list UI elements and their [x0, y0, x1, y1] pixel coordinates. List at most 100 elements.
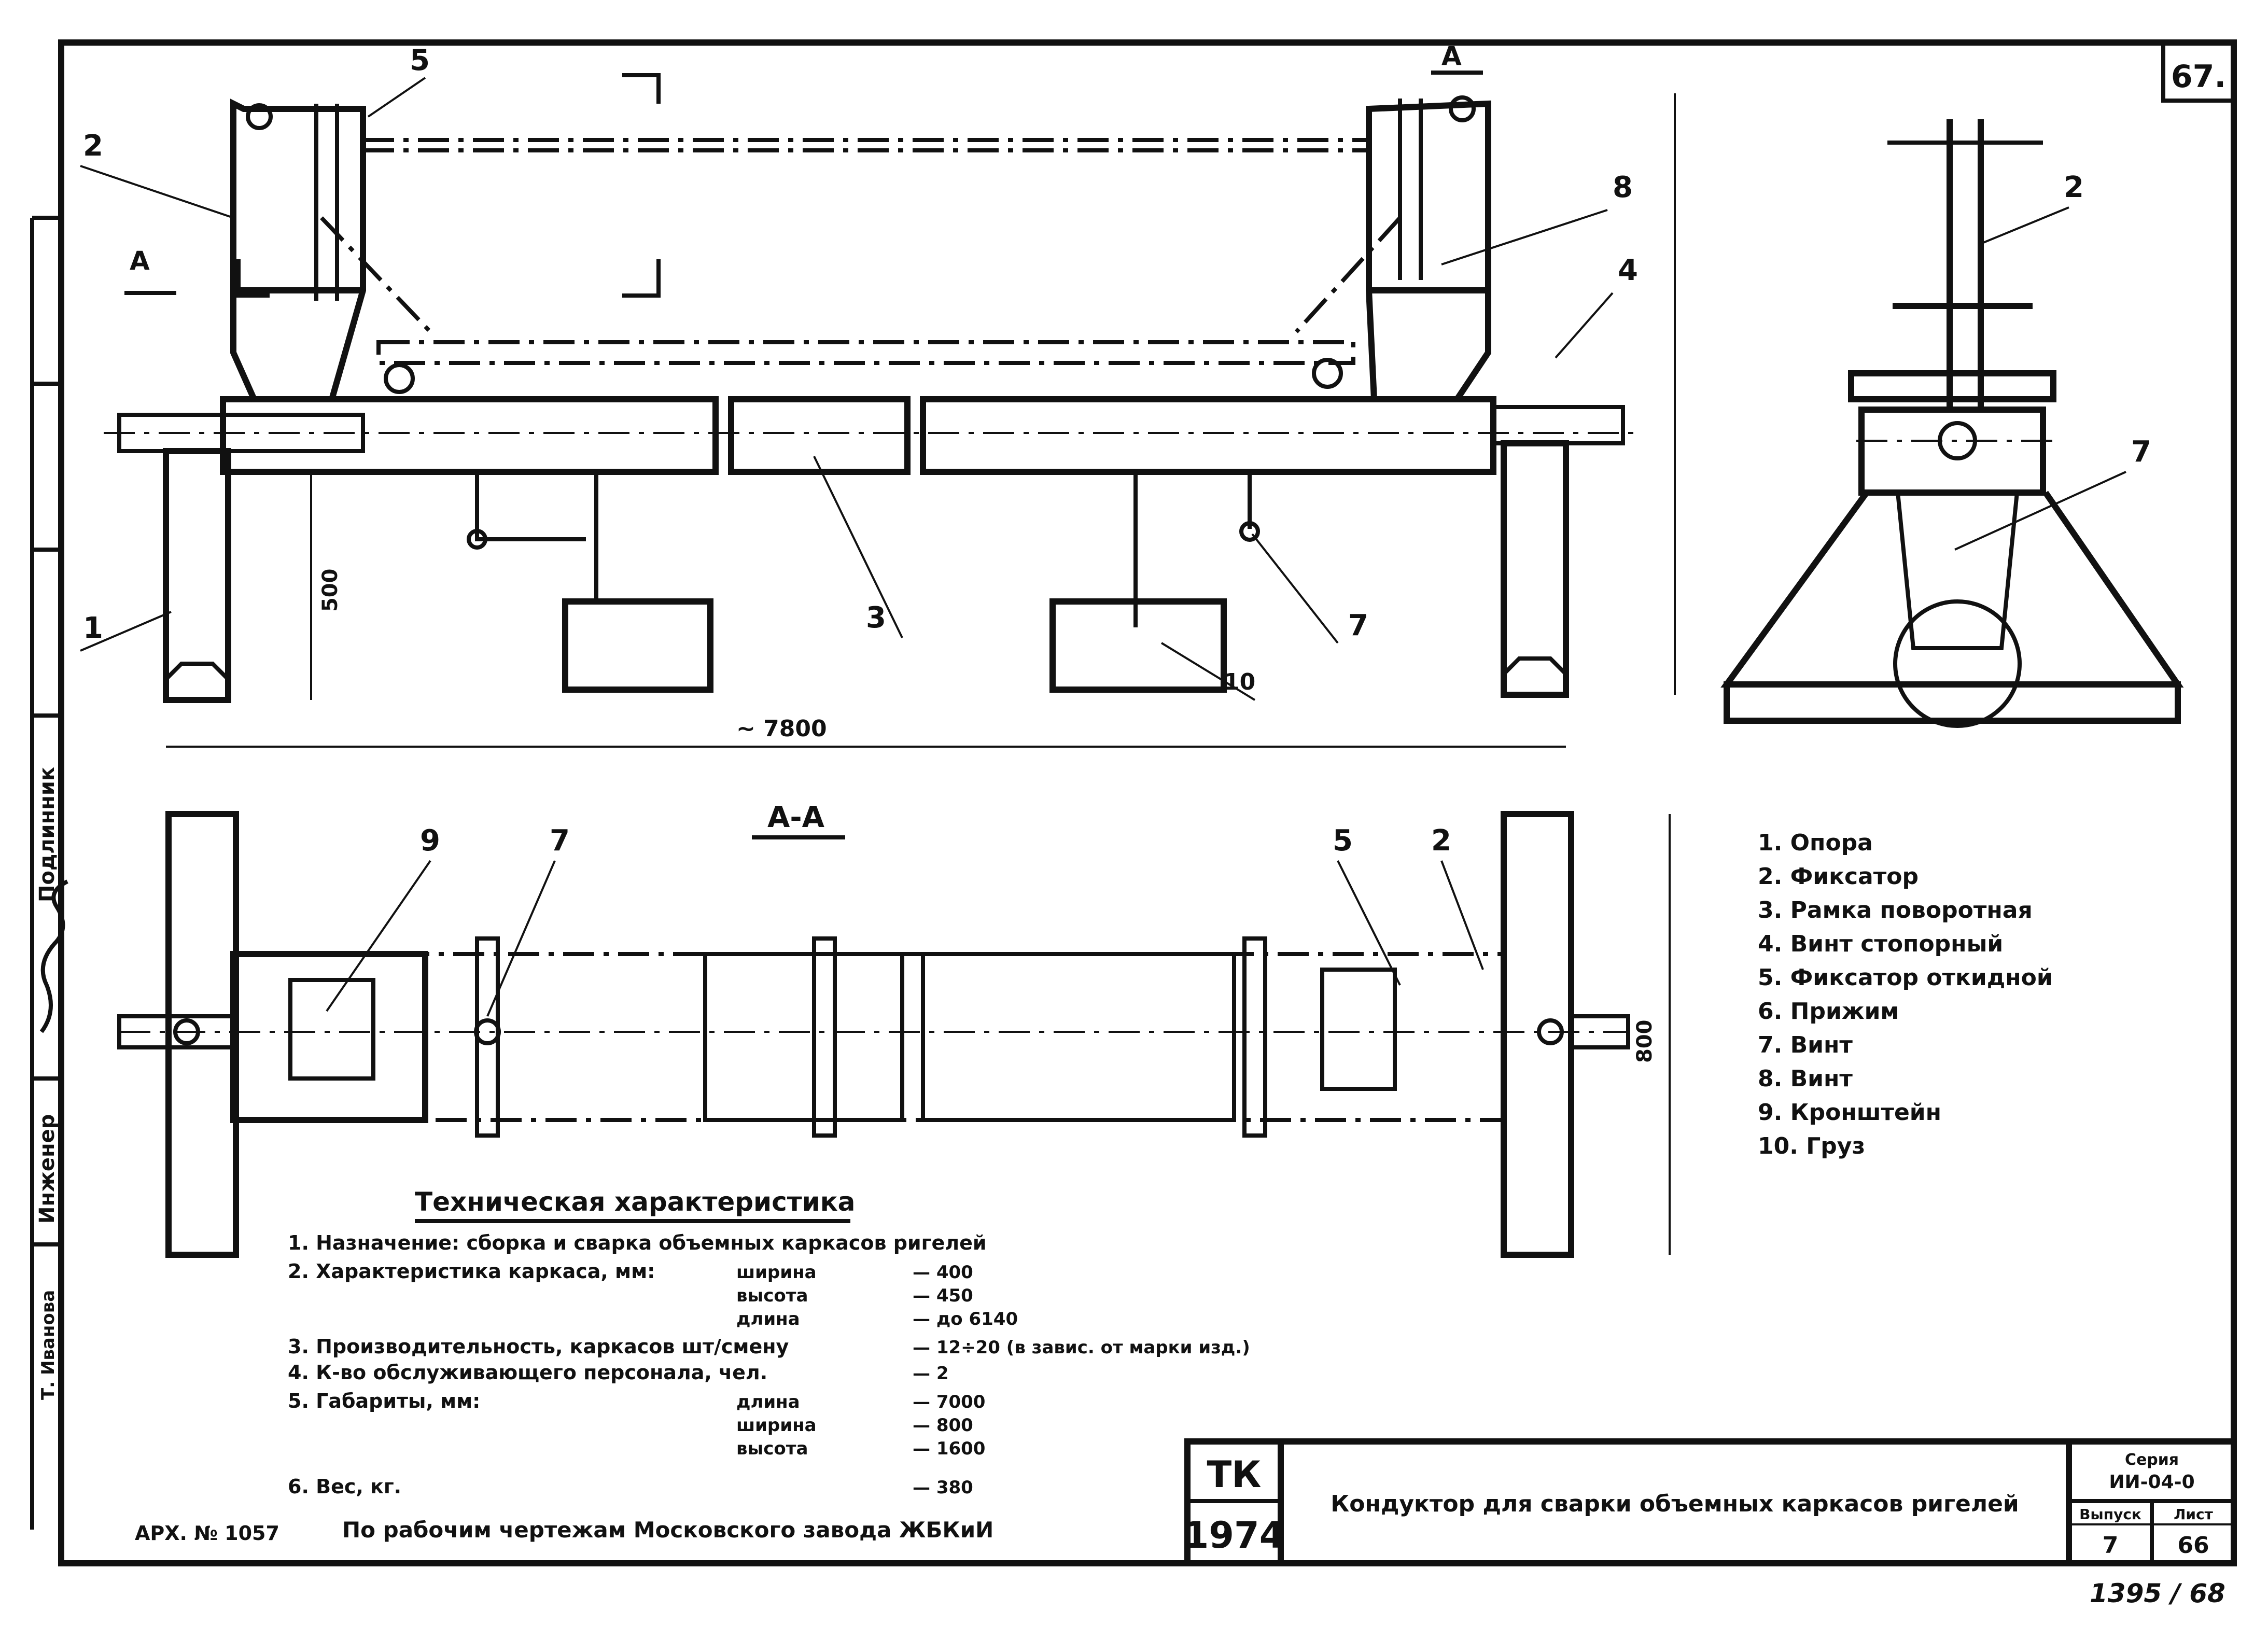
- crank-knob: [467, 529, 487, 550]
- spec-label: 2. Характеристика каркаса, мм:: [288, 1260, 655, 1283]
- plan-screw: [474, 1018, 501, 1045]
- sheet-frame: [58, 39, 2237, 1566]
- frame-right: [1366, 100, 1491, 402]
- plan-leader-2: [1440, 860, 1484, 970]
- leader-1: [80, 611, 172, 652]
- leader-4: [1555, 292, 1614, 359]
- plan-support-left: [165, 811, 239, 1258]
- plan-view: А-А 9 7 5 2 800: [117, 801, 1671, 1258]
- spec-value: — 2: [913, 1363, 949, 1384]
- plan-latch: [1320, 968, 1397, 1091]
- section-mark-right: А: [1441, 41, 1462, 71]
- spec-label: 4. К-во обслуживающего персонала, чел.: [288, 1361, 767, 1384]
- spec-value: — 450: [913, 1285, 973, 1306]
- leader-5: [367, 77, 426, 118]
- side-view: 2 7: [1720, 119, 2184, 728]
- spec-sub: ширина: [736, 1415, 817, 1436]
- spec-label: 6. Вес, кг.: [288, 1475, 401, 1498]
- side-callout-7: 7: [2131, 435, 2151, 469]
- plan-leader-7: [486, 860, 556, 1017]
- legend-item: 10. Груз: [1758, 1133, 1865, 1159]
- legend: 1. Опора 2. Фиксатор 3. Рамка поворотная…: [1758, 830, 2053, 1159]
- legend-item: 5. Фиксатор откидной: [1758, 964, 2053, 991]
- plan-callout-7: 7: [550, 824, 570, 858]
- legend-item: 2. Фиксатор: [1758, 863, 1919, 890]
- plan-leader-5: [1337, 860, 1401, 986]
- callout-7: 7: [1348, 609, 1368, 642]
- callout-1: 1: [83, 611, 103, 645]
- roller: [1449, 95, 1476, 122]
- issue-label: Выпуск: [2079, 1506, 2141, 1523]
- callout-2: 2: [83, 129, 103, 163]
- legend-item: 6. Прижим: [1758, 998, 1899, 1025]
- diagonal-brace-left: [320, 216, 432, 333]
- legend-item: 4. Винт стопорный: [1758, 931, 2003, 957]
- legend-item: 1. Опора: [1758, 830, 1873, 856]
- legend-item: 9. Кронштейн: [1758, 1099, 1941, 1126]
- spec-value: — 7000: [913, 1392, 985, 1412]
- specs: Техническая характеристика 1. Назначение…: [288, 1187, 1250, 1498]
- leader-10: [1160, 642, 1256, 701]
- plan-shaft-right: [1569, 1014, 1630, 1049]
- main-beam-segment: [728, 396, 911, 475]
- dim-height-label: 500: [318, 569, 342, 612]
- roller: [1312, 358, 1343, 389]
- plan-title: А-А: [767, 801, 825, 834]
- plan-clamp: [1242, 936, 1267, 1138]
- spec-label: 5. Габариты, мм:: [288, 1390, 480, 1412]
- plan-callout-2: 2: [1431, 824, 1451, 858]
- plan-beam-segment: [921, 952, 1236, 1122]
- plan-shaft-left: [117, 1014, 235, 1049]
- spec-value: — 400: [913, 1262, 973, 1283]
- plan-callout-5: 5: [1333, 824, 1353, 858]
- screw-7-head: [1239, 521, 1260, 542]
- page-number: 67.: [2171, 59, 2226, 95]
- spec-value: — 1600: [913, 1438, 985, 1459]
- spec-sub: высота: [736, 1285, 808, 1306]
- source-note: По рабочим чертежам Московского завода Ж…: [342, 1517, 993, 1543]
- side-pendulum: [1896, 492, 2019, 650]
- front-view: А А 1 2 3 4 5 7 8 10 500 ~ 7800: [80, 41, 1676, 748]
- plan-beam-segment: [703, 952, 904, 1122]
- spec-value: — до 6140: [913, 1309, 1018, 1329]
- main-beam-segment: [920, 396, 1496, 475]
- sheet-value: 66: [2177, 1532, 2209, 1559]
- legend-item: 8. Винт: [1758, 1066, 1853, 1092]
- side-callout-2: 2: [2064, 171, 2084, 204]
- spec-value: — 12÷20 (в завис. от марки изд.): [913, 1337, 1250, 1358]
- side-leader-2: [1980, 206, 2069, 245]
- crank-handle: [475, 472, 586, 541]
- issue-value: 7: [2103, 1532, 2119, 1559]
- plan-dim-width: 800: [1633, 1020, 1657, 1063]
- series-value: ИИ-04-0: [2109, 1472, 2194, 1493]
- side-weight-circle: [1893, 599, 2022, 728]
- frame-left: [230, 99, 366, 402]
- title-block: ТК 1974 Кондуктор для сварки объемных ка…: [1184, 1438, 2237, 1566]
- weight-right: [1049, 598, 1227, 693]
- callout-4: 4: [1618, 254, 1638, 287]
- legend-item: 7. Винт: [1758, 1032, 1853, 1058]
- support-left-foot: [164, 662, 230, 681]
- diagonal-brace-right: [1295, 216, 1402, 333]
- section-bracket: [622, 73, 661, 104]
- spec-label: 3. Производительность, каркасов шт/смену: [288, 1335, 789, 1358]
- support-right: [1501, 440, 1569, 698]
- series-label: Серия: [2125, 1451, 2179, 1469]
- leader-3: [813, 456, 903, 638]
- plan-screw: [173, 1018, 200, 1045]
- title-code: ТК: [1207, 1453, 1262, 1496]
- spec-value: — 800: [913, 1415, 973, 1436]
- handwritten-signature: [39, 879, 68, 1033]
- callout-5: 5: [410, 44, 430, 77]
- side-base: [1724, 681, 2181, 724]
- spec-sub: длина: [736, 1392, 800, 1412]
- support-left: [163, 448, 231, 703]
- end-shaft-right: [1491, 405, 1625, 445]
- spec-sub: длина: [736, 1309, 800, 1329]
- plan-clamp: [475, 936, 500, 1138]
- legend-item: 3. Рамка поворотная: [1758, 897, 2033, 923]
- leader-8: [1441, 209, 1608, 265]
- leader-2: [80, 165, 234, 219]
- side-stamp-2: Инженер: [35, 1114, 59, 1224]
